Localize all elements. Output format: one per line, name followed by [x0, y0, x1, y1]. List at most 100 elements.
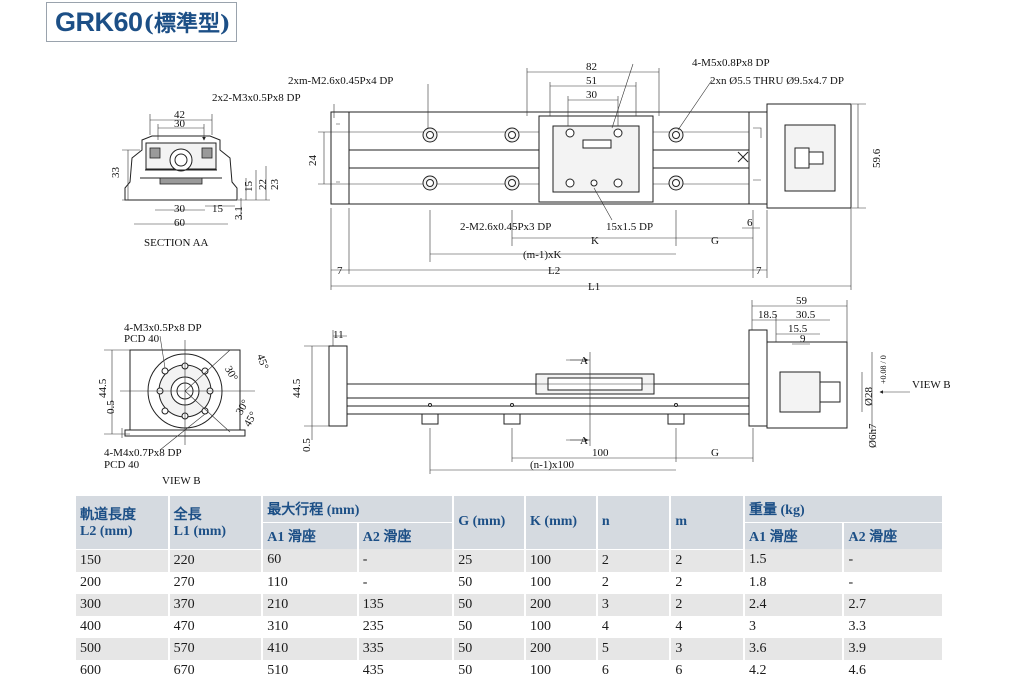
table-cell: 2.4	[744, 593, 845, 616]
table-cell: 50	[453, 615, 527, 638]
side-dim-0-5: 0.5	[301, 438, 313, 452]
title-variant: (標準型)	[143, 11, 231, 37]
table-cell: 570	[168, 637, 264, 660]
table-cell: 100	[525, 659, 598, 682]
table-cell: 135	[357, 593, 455, 616]
table-cell: 2.7	[843, 593, 944, 616]
table-cell: 310	[262, 615, 359, 638]
table-cell: 210	[262, 593, 359, 616]
viewb-pcd-bot: PCD 40	[104, 459, 140, 471]
sec-dim-15-r: 15	[243, 181, 255, 193]
table-cell: 235	[357, 615, 455, 638]
thru-label: 2xn Ø5.5 THRU Ø9.5x4.7 DP	[710, 75, 844, 87]
table-cell: 50	[453, 659, 527, 682]
table-cell: 3.3	[843, 615, 944, 638]
side-label-n1: (n-1)x100	[530, 459, 574, 471]
table-cell: 400	[76, 615, 170, 638]
top-dim-7-left: 7	[337, 265, 343, 277]
table-cell: 50	[453, 571, 527, 594]
top-dim-24: 24	[307, 155, 319, 167]
tap-2x2-label: 2x2-M3x0.5Px8 DP	[212, 92, 301, 104]
table-cell: 50	[453, 637, 527, 660]
top-label-l2: L2	[548, 265, 560, 277]
table-cell: 110	[262, 571, 359, 594]
th-weight: 重量 (kg)	[744, 496, 944, 523]
table-cell: 50	[453, 593, 527, 616]
table-cell: 6	[670, 659, 745, 682]
view-b: 4-M3x0.5Px8 DP PCD 40 45° 30° 30° 45° 44…	[97, 322, 271, 487]
table-cell: 3	[596, 593, 672, 616]
side-label-a-bot: A	[580, 435, 588, 447]
th-k: K (mm)	[525, 496, 598, 550]
side-dim-9: 9	[800, 333, 806, 345]
table-cell: 200	[525, 637, 598, 660]
table-cell: 3	[670, 637, 745, 660]
top-holes	[422, 127, 684, 191]
table-cell: 510	[262, 659, 359, 682]
top-label-m1k: (m-1)xK	[523, 249, 562, 261]
side-label-a-top: A	[580, 355, 588, 367]
sec-dim-30-bot: 30	[174, 203, 186, 215]
th-stroke-a2: A2 滑座	[357, 522, 455, 549]
th-weight-a2: A2 滑座	[843, 522, 944, 549]
tap-2m26-label: 2-M2.6x0.45Px3 DP	[460, 221, 551, 233]
table-cell: -	[357, 571, 455, 594]
table-cell: 3	[744, 615, 845, 638]
sec-dim-42: 42	[174, 109, 185, 121]
side-dim-44-5: 44.5	[291, 378, 303, 398]
side-dim-15-5: 15.5	[788, 323, 808, 335]
sec-dim-33: 33	[110, 167, 122, 179]
table-cell: 335	[357, 637, 455, 660]
side-dim-18-5: 18.5	[758, 309, 778, 321]
table-cell: 2	[670, 549, 745, 572]
table-cell: 4	[670, 615, 745, 638]
th-stroke-a1: A1 滑座	[262, 522, 359, 549]
top-label-k: K	[591, 235, 599, 247]
viewb-tap-bot: 4-M4x0.7Px8 DP	[104, 447, 182, 459]
table-cell: 370	[168, 593, 264, 616]
sec-dim-30-top: 30	[174, 118, 186, 130]
viewb-pcd-top: PCD 40	[124, 333, 160, 345]
table-cell: 25	[453, 549, 527, 572]
table-cell: 220	[168, 549, 264, 572]
technical-drawing: 42 30 33 15 22 23 30 15 3.1 60 SECTION A…	[97, 57, 951, 487]
title-model: GRK60	[55, 6, 143, 37]
title-box: GRK60 (標準型)	[46, 2, 238, 42]
table-cell: 435	[357, 659, 455, 682]
side-dim-11: 11	[333, 329, 344, 341]
side-view: 11 44.5 0.5 59 18.5 30.5 15.5 9 A A 100 …	[291, 295, 951, 474]
table-cell: 600	[76, 659, 170, 682]
section-aa-caption: SECTION AA	[144, 237, 209, 249]
side-dim-59: 59	[796, 295, 808, 307]
side-shaft-tol: +0.08 / 0	[879, 355, 888, 384]
table-cell: 4.6	[843, 659, 944, 682]
table-cell: 3.6	[744, 637, 845, 660]
tap-4m5-label: 4-M5x0.8Px8 DP	[692, 57, 770, 69]
table-cell: 1.8	[744, 571, 845, 594]
table-cell: 2	[596, 571, 672, 594]
top-dim-82: 82	[586, 61, 597, 73]
sec-dim-15-bot: 15	[212, 203, 224, 215]
table-cell: 100	[525, 549, 598, 572]
table-cell: 100	[525, 615, 598, 638]
top-label-l1: L1	[588, 281, 600, 293]
table-cell: 100	[525, 571, 598, 594]
table-cell: 4	[596, 615, 672, 638]
side-dim-100: 100	[592, 447, 609, 459]
table-cell: 300	[76, 593, 170, 616]
sec-dim-22: 22	[257, 179, 269, 190]
tap-2xm-label: 2xm-M2.6x0.45Px4 DP	[288, 75, 393, 87]
top-dim-51: 51	[586, 75, 597, 87]
table-cell: -	[357, 549, 455, 572]
viewb-dim-44-5: 44.5	[97, 378, 109, 398]
sec-dim-3-1: 3.1	[233, 206, 245, 220]
th-m: m	[670, 496, 745, 550]
